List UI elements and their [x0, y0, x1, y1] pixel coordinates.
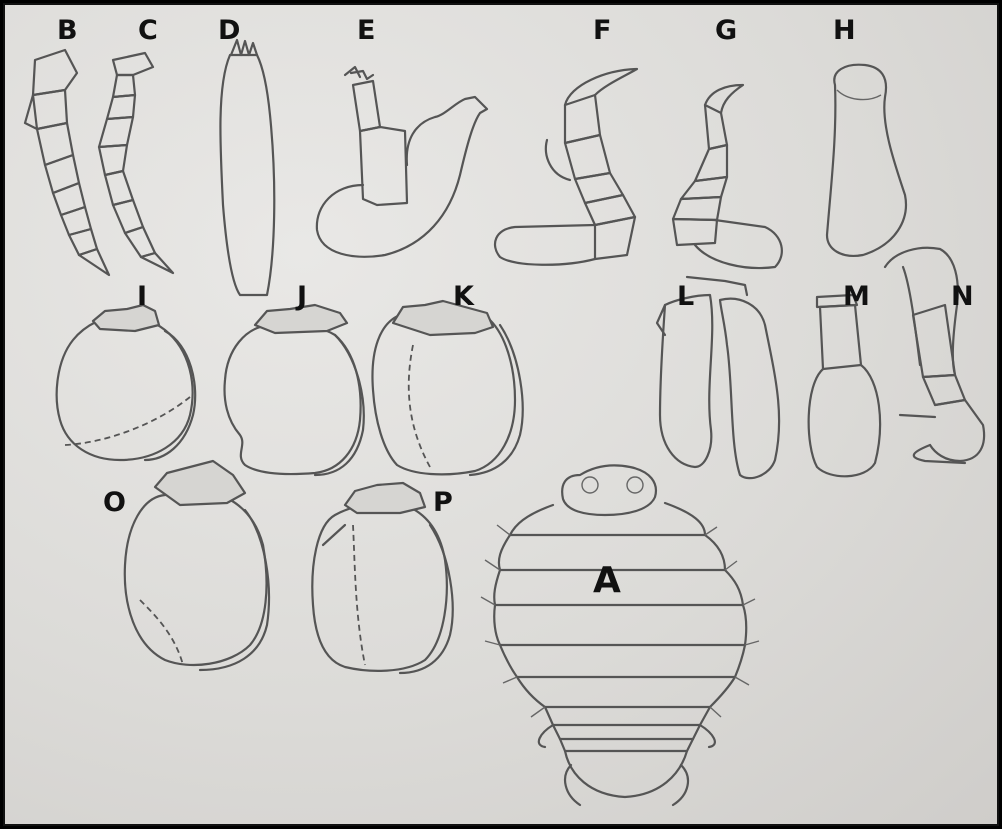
drawing-L: [657, 277, 779, 478]
drawing-H: [827, 65, 906, 256]
drawing-C-antenna: [99, 53, 173, 273]
drawing-P: [312, 483, 452, 673]
drawing-E: [317, 67, 487, 257]
drawing-I: [57, 305, 195, 460]
drawing-O: [125, 461, 269, 670]
drawing-B-antenna: [25, 50, 109, 275]
label-J: J: [297, 283, 307, 310]
drawing-M: [809, 295, 880, 476]
drawing-F: [495, 69, 637, 265]
label-K: K: [453, 283, 474, 310]
label-O: O: [103, 489, 126, 516]
label-L: L: [677, 283, 694, 310]
drawing-D: [220, 40, 274, 295]
label-E: E: [357, 17, 375, 44]
label-N: N: [951, 283, 974, 310]
label-B: B: [57, 17, 78, 44]
drawing-J: [225, 305, 364, 475]
label-F: F: [593, 17, 611, 44]
label-G: G: [715, 17, 737, 44]
label-P: P: [433, 489, 453, 516]
figure-plate: B C D E F G H I J K L M N O P A: [3, 3, 999, 826]
label-C: C: [138, 17, 158, 44]
label-M: M: [843, 283, 870, 310]
label-D: D: [218, 17, 240, 44]
label-H: H: [833, 17, 856, 44]
drawing-canvas: [5, 5, 999, 826]
drawing-G: [673, 85, 782, 268]
label-A: A: [593, 563, 621, 599]
drawing-A-isopod: [481, 465, 759, 805]
label-I: I: [137, 283, 147, 310]
drawing-K: [372, 301, 522, 475]
